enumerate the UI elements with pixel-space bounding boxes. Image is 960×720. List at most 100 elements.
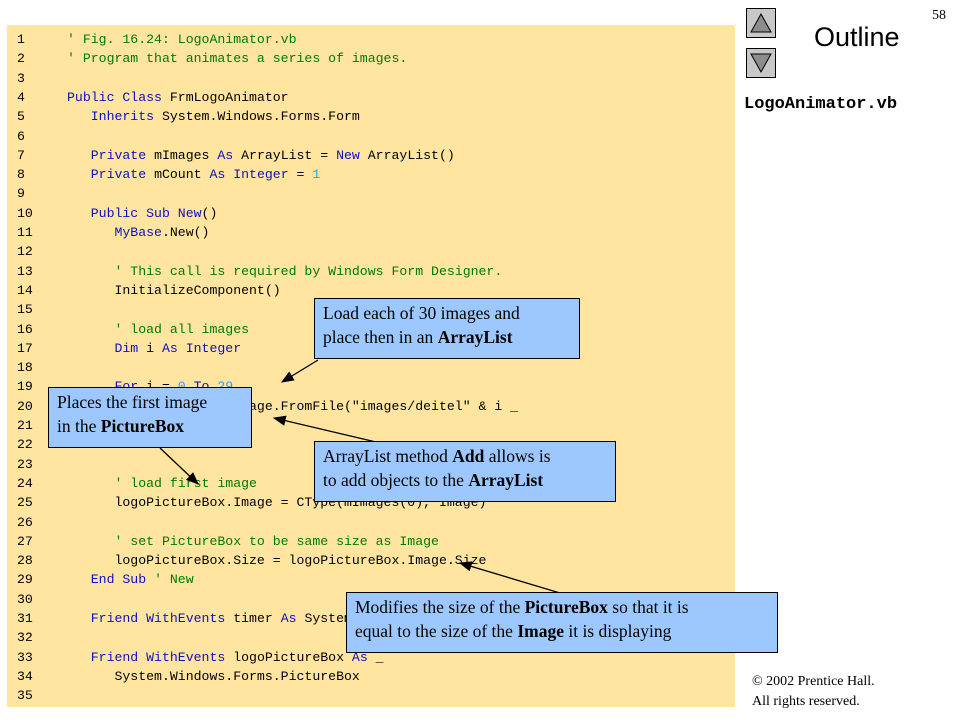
copyright-line: © 2002 Prentice Hall. (752, 674, 875, 689)
code-line: 33 Friend WithEvents logoPictureBox As _ (7, 648, 735, 667)
code-line: 3 (7, 69, 735, 88)
code-line: 18 (7, 358, 735, 377)
code-line: 12 (7, 242, 735, 261)
code-line: 28 logoPictureBox.Size = logoPictureBox.… (7, 551, 735, 570)
code-text: ' load all images (67, 321, 250, 337)
code-line: 11 MyBase.New() (7, 223, 735, 242)
code-line: 13 ' This call is required by Windows Fo… (7, 262, 735, 281)
line-number: 7 (17, 147, 25, 163)
line-number: 28 (17, 553, 33, 569)
line-number: 14 (17, 282, 33, 298)
code-line: 35 (7, 686, 735, 705)
line-number: 27 (17, 533, 33, 549)
line-number: 33 (17, 649, 33, 665)
code-text: InitializeComponent() (67, 282, 281, 298)
line-number: 30 (17, 591, 33, 607)
code-line: 30 (7, 590, 735, 609)
code-text: ' load first image (67, 475, 257, 491)
line-number: 2 (17, 51, 25, 67)
copyright-line: All rights reserved. (752, 694, 860, 709)
line-number: 16 (17, 321, 33, 337)
code-text: Private mCount As Integer = 1 (67, 167, 321, 183)
code-line: 26 (7, 513, 735, 532)
code-line: 32 (7, 628, 735, 647)
line-number: 13 (17, 263, 33, 279)
code-text: logoPictureBox.Size = logoPictureBox.Ima… (67, 553, 487, 569)
code-text: End Sub ' New (67, 572, 194, 588)
code-line: 29 End Sub ' New (7, 570, 735, 589)
code-line: 24 ' load first image (7, 474, 735, 493)
line-number: 17 (17, 340, 33, 356)
line-number: 11 (17, 225, 33, 240)
code-line: 4 Public Class FrmLogoAnimator (7, 88, 735, 107)
arrow-add (272, 415, 377, 443)
line-number: 18 (17, 360, 33, 376)
arrow-size (458, 561, 561, 594)
callout-first-image: Places the first image in the PictureBox (48, 387, 252, 448)
line-number: 9 (17, 186, 25, 202)
code-text: ' set PictureBox to be same size as Imag… (67, 533, 439, 549)
line-number: 26 (17, 514, 33, 530)
triangle-up-icon (750, 12, 772, 33)
line-number: 8 (17, 167, 25, 183)
code-text: ' This call is required by Windows Form … (67, 263, 503, 279)
line-number: 35 (17, 688, 33, 704)
code-text: Inherits System.Windows.Forms.Form (67, 109, 360, 125)
line-number: 12 (17, 244, 33, 260)
line-number: 3 (17, 70, 25, 86)
line-number: 25 (17, 495, 33, 511)
code-line: 16 ' load all images (7, 320, 735, 339)
code-text: Friend WithEvents logoPictureBox As _ (67, 649, 384, 665)
code-text: Private mImages As ArrayList = New Array… (67, 147, 455, 163)
page-number: 58 (932, 8, 946, 23)
line-number: 21 (17, 418, 33, 433)
code-line: 9 (7, 184, 735, 203)
callout-picturebox-size: Modifies the size of the PictureBox so t… (346, 592, 778, 653)
code-line: 27 ' set PictureBox to be same size as I… (7, 532, 735, 551)
arrow-first (159, 447, 199, 485)
line-number: 29 (17, 572, 33, 588)
line-number: 1 (17, 32, 25, 47)
code-text: ' Fig. 16.24: LogoAnimator.vb (67, 32, 297, 47)
outline-previous-button[interactable] (746, 8, 776, 38)
line-number: 22 (17, 437, 33, 453)
code-line: 8 Private mCount As Integer = 1 (7, 165, 735, 184)
line-number: 10 (17, 205, 33, 221)
code-line: 15 (7, 300, 735, 319)
code-text: ' Program that animates a series of imag… (67, 51, 408, 67)
line-number: 32 (17, 630, 33, 646)
line-number: 15 (17, 302, 33, 318)
code-text: MyBase.New() (67, 225, 210, 240)
outline-title: Outline (814, 22, 900, 52)
line-number: 34 (17, 668, 33, 684)
code-text: Public Class FrmLogoAnimator (67, 89, 289, 105)
code-line: 5 Inherits System.Windows.Forms.Form (7, 107, 735, 126)
line-number: 24 (17, 475, 33, 491)
code-line: 1 ' Fig. 16.24: LogoAnimator.vb (7, 30, 735, 49)
line-number: 6 (17, 128, 25, 144)
callout-load-images: Load each of 30 images and place then in… (314, 298, 580, 359)
outline-next-button[interactable] (746, 48, 776, 78)
code-text: Public Sub New() (67, 205, 218, 221)
code-line: 23 (7, 455, 735, 474)
code-text: System.Windows.Forms.PictureBox (67, 668, 360, 684)
code-line: 17 Dim i As Integer (7, 339, 735, 358)
code-text: Dim i As Integer (67, 340, 242, 356)
callout-add-method: ArrayList method Add allows is to add ob… (314, 441, 616, 502)
triangle-down-icon (750, 53, 772, 74)
code-line: 34 System.Windows.Forms.PictureBox (7, 667, 735, 686)
code-line: 2 ' Program that animates a series of ima… (7, 49, 735, 68)
code-line: 10 Public Sub New() (7, 204, 735, 223)
code-line: 14 InitializeComponent() (7, 281, 735, 300)
line-number: 4 (17, 89, 25, 105)
line-number: 20 (17, 398, 33, 414)
arrow-load (280, 359, 319, 383)
line-number: 23 (17, 456, 33, 472)
line-number: 5 (17, 109, 25, 125)
line-number: 31 (17, 611, 33, 626)
file-name-label: LogoAnimator.vb (744, 95, 898, 114)
code-line: 7 Private mImages As ArrayList = New Arr… (7, 146, 735, 165)
copyright-notice: © 2002 Prentice Hall. All rights reserve… (752, 672, 875, 712)
code-line: 6 (7, 127, 735, 146)
